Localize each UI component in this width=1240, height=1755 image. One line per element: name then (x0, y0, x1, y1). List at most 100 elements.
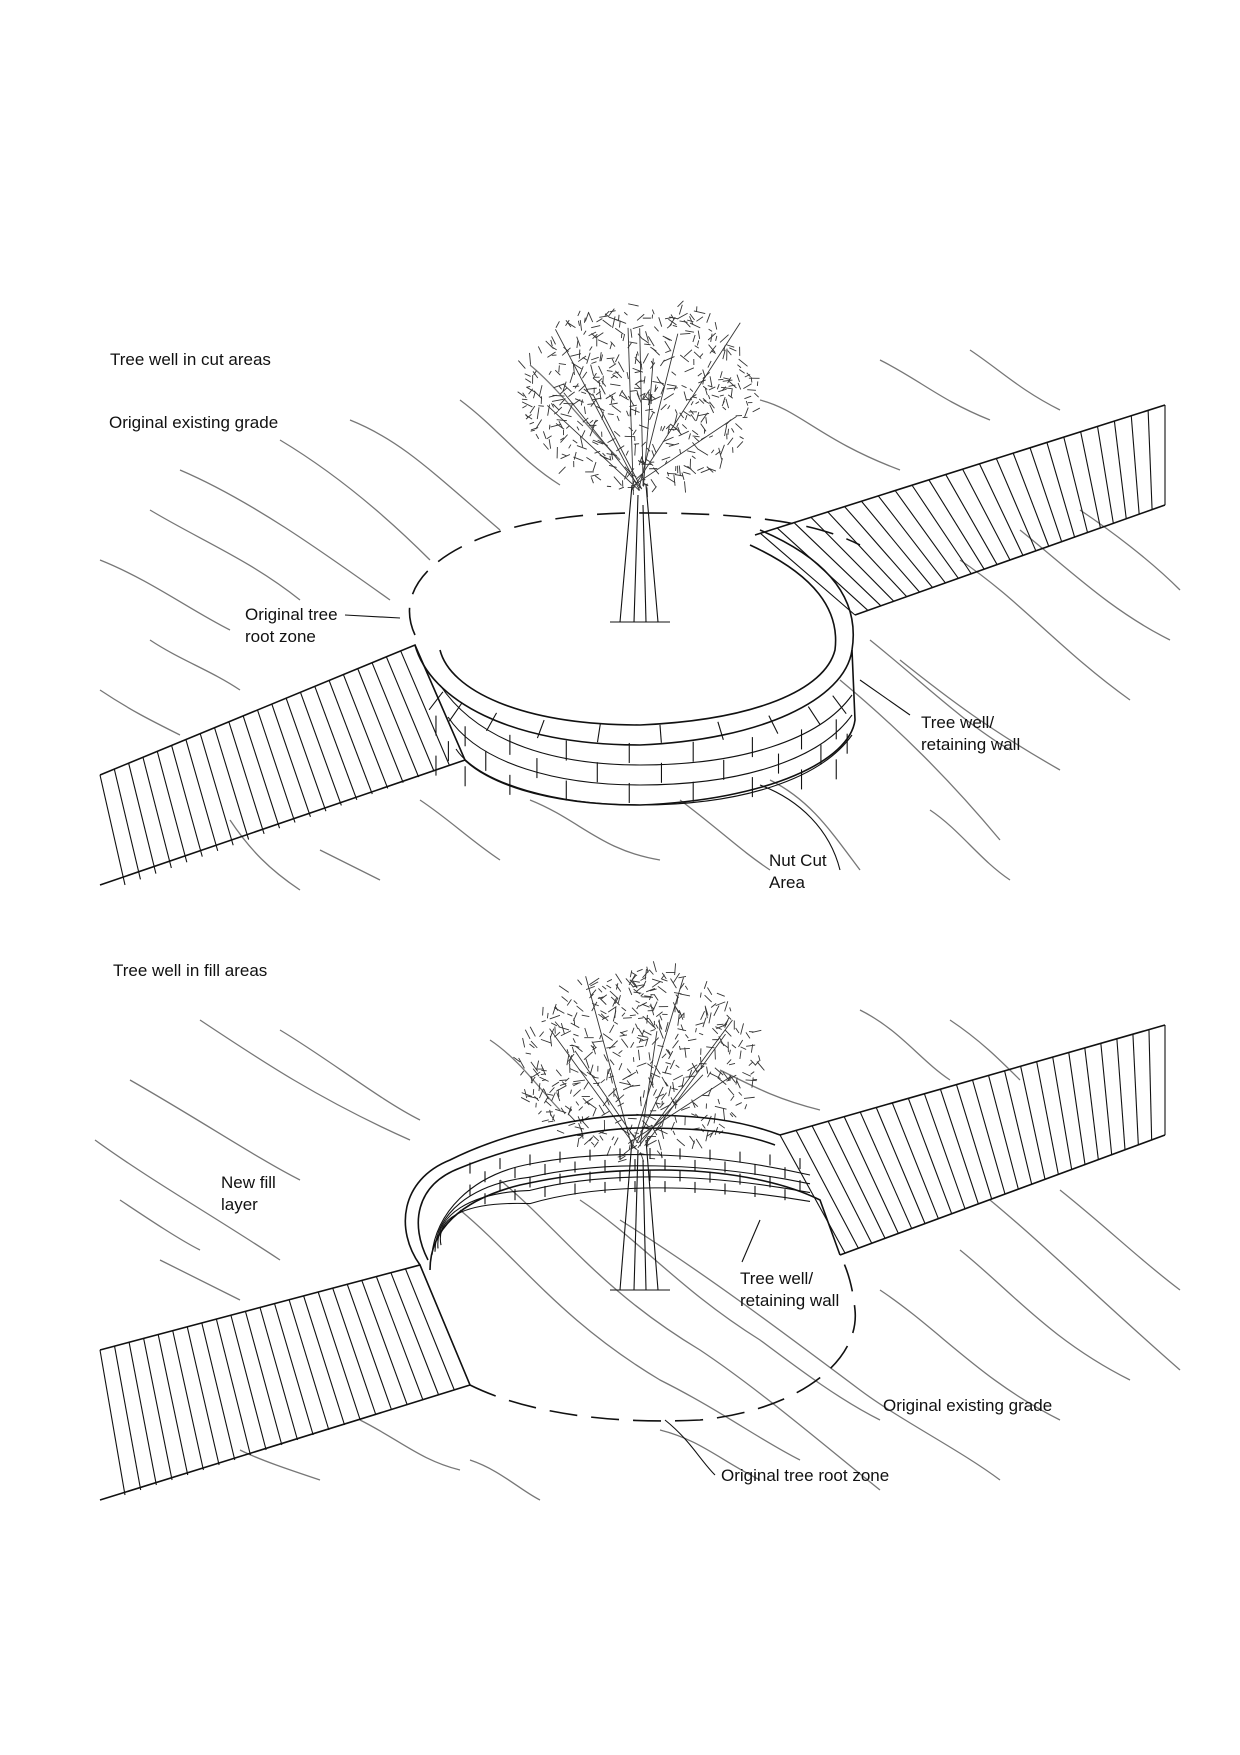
tree-leaf (576, 1005, 584, 1012)
tree-leaf (692, 396, 698, 399)
hatch-line (199, 733, 234, 846)
wall-face-bottom (429, 1169, 841, 1271)
tree-leaf (674, 474, 684, 477)
cap-joint (486, 712, 498, 732)
tree-leaf (600, 1013, 609, 1022)
tree-leaf (606, 1146, 612, 1157)
tree-leaf (554, 1021, 561, 1028)
tree-leaf (723, 377, 731, 380)
tree-leaf (554, 369, 561, 376)
tree-leaf (689, 394, 697, 400)
tree-leaf (687, 1064, 698, 1072)
tree-leaf (567, 1013, 573, 1017)
tree-leaf (550, 1114, 556, 1122)
tree-leaf (673, 1100, 678, 1106)
tree-leaf (550, 1022, 558, 1027)
hatch-line (346, 1284, 393, 1411)
tree-leaf (730, 1111, 737, 1118)
tree-leaf (591, 333, 597, 338)
tree-leaf (561, 996, 569, 1002)
tree-leaf (548, 439, 552, 449)
cap-joint (717, 721, 724, 741)
tree-leaf (668, 443, 680, 447)
hatch-line (143, 1338, 173, 1481)
tree-leaf (667, 471, 669, 477)
hatch-line (1068, 1052, 1086, 1165)
tree-leaf (657, 1045, 664, 1048)
tree-leaf (674, 1115, 678, 1123)
tree-leaf (632, 367, 644, 373)
tree-leaf (539, 1076, 549, 1082)
tree-leaf (672, 1081, 675, 1093)
tree-leaf (692, 442, 699, 450)
hatch-line (859, 1111, 913, 1229)
tree-leaf (577, 420, 584, 427)
tree-leaf (529, 1043, 535, 1049)
tree-leaf (526, 386, 531, 388)
tree-leaf (550, 339, 553, 347)
tree-leaf (597, 339, 608, 345)
tree-leaf (660, 974, 665, 980)
tree-leaf (589, 425, 595, 437)
tree-branch (555, 329, 641, 491)
tree-leaf (629, 1132, 636, 1138)
tree-leaf (709, 1072, 721, 1079)
wall-bricks (431, 1148, 811, 1256)
tree-leaf (634, 379, 642, 386)
tree-leaf (659, 380, 665, 386)
tree-leaf (635, 984, 646, 992)
contour-line (319, 849, 381, 881)
cap-joint (832, 695, 847, 715)
tree-leaf (564, 1077, 570, 1082)
tree-leaf (630, 486, 635, 492)
contour-line (129, 1079, 301, 1181)
tree-leaf (617, 1158, 627, 1163)
hatch-line (228, 721, 265, 835)
hatch-line (328, 680, 373, 795)
tree-leaf (653, 994, 659, 1001)
tree-leaf (676, 994, 679, 1005)
contour-line (579, 1199, 881, 1421)
tree-leaf (715, 1026, 722, 1030)
tree-leaf (729, 1074, 736, 1083)
tree-leaf (530, 1076, 536, 1084)
tree-leaf (720, 1042, 729, 1049)
tree-leaf (661, 1053, 667, 1059)
tree-leaf (615, 1094, 625, 1103)
tree-leaf (665, 1062, 672, 1065)
tree-leaf (722, 406, 727, 411)
tree-leaf (583, 388, 593, 396)
tree-leaf (700, 436, 707, 440)
tree-leaf (681, 1106, 691, 1111)
contour-line (949, 1019, 1021, 1081)
tree-leaf (570, 1022, 580, 1029)
cut-original-grade-label: Original existing grade (109, 413, 279, 432)
tree-leaf (727, 437, 734, 446)
hatch-line (157, 1334, 189, 1476)
cut-root-zone-label: Original tree root zone (245, 605, 338, 646)
tree-leaf (558, 385, 562, 390)
tree-leaf (650, 346, 657, 352)
contour-line (959, 1249, 1131, 1381)
leader-root-zone (344, 614, 401, 619)
tree-leaf (663, 356, 675, 362)
tree-leaf (674, 963, 677, 976)
tree-leaf (727, 350, 732, 356)
tree-leaf (538, 405, 544, 407)
tree-leaf (590, 1141, 595, 1146)
cap-joint (428, 691, 444, 711)
tree-leaf (707, 1087, 712, 1097)
tree-leaf (696, 340, 700, 346)
tree-leaf (586, 1071, 595, 1078)
tree-leaf (722, 396, 726, 404)
tree-leaf (697, 330, 701, 340)
tree-leaf (726, 1014, 732, 1020)
tree-leaf (522, 1037, 526, 1048)
tree-leaf (629, 979, 638, 989)
tree-leaf (573, 1033, 579, 1037)
tree-leaf (638, 1017, 644, 1019)
tree-leaf (636, 1045, 644, 1048)
tree-leaf (574, 1126, 585, 1130)
tree-leaf (621, 390, 628, 399)
contour-line (99, 689, 181, 736)
